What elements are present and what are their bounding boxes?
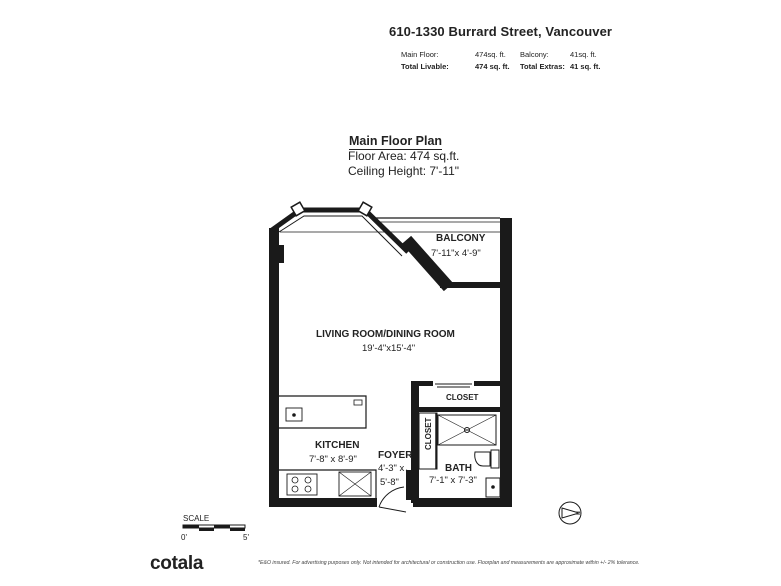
total-livable-label: Total Livable: (401, 62, 449, 71)
closet-side-label: CLOSET (424, 417, 433, 450)
living-room-dims: 19'-4"x15'-4" (362, 343, 416, 354)
right-exterior-wall (500, 283, 512, 507)
balcony-sliding-door (401, 235, 454, 292)
area-summary-left: Main Floor: 474sq. ft. Total Livable: 47… (401, 49, 510, 73)
balcony-dims: 7'-11"x 4'-9" (431, 248, 481, 259)
scale-label: SCALE (183, 514, 210, 523)
foyer-dims-line1: 4'-3" x (378, 463, 405, 474)
main-floor-value: 474sq. ft. (475, 50, 506, 59)
property-address: 610-1330 Burrard Street, Vancouver (389, 24, 613, 39)
left-exterior-wall (269, 228, 279, 506)
plan-title: Main Floor Plan (349, 134, 443, 150)
balcony-label: BALCONY (436, 233, 486, 244)
balcony-railing (375, 217, 500, 223)
bottom-wall-right (413, 498, 512, 507)
kitchen-label: KITCHEN (315, 440, 360, 451)
total-livable-value: 474 sq. ft. (475, 62, 510, 71)
kitchen-dims: 7'-8" x 8'-9" (309, 454, 357, 465)
kitchen-counter (279, 395, 377, 498)
balcony-right-wall (500, 218, 512, 288)
scale-bar (182, 524, 246, 531)
bath-left-wall (411, 383, 419, 503)
brand-logo: cotala (150, 553, 204, 574)
wall-notch (279, 245, 284, 263)
bath-fixtures (437, 414, 501, 498)
closet-upper-wall-left (411, 381, 433, 386)
living-room-label: LIVING ROOM/DINING ROOM (316, 329, 455, 340)
foyer-dims-line2: 5'-8" (380, 477, 399, 488)
area-summary-right: Balcony: 41sq. ft. Total Extras: 41 sq. … (520, 49, 600, 73)
bath-dims: 7'-1" x 7'-3" (429, 475, 477, 486)
closet-upper-label: CLOSET (446, 393, 479, 402)
total-extras-label: Total Extras: (520, 62, 565, 71)
foyer-divider (406, 470, 412, 500)
entry-door (378, 469, 419, 513)
disclaimer-text: *E&O insured. For advertising purposes o… (258, 560, 640, 566)
total-extras-value: 41 sq. ft. (570, 62, 601, 71)
closet-doors (418, 383, 472, 470)
floor-area-text: Floor Area: 474 sq.ft. (348, 149, 460, 163)
compass-north-letter: N (575, 511, 582, 515)
walls (269, 218, 512, 507)
bath-label: BATH (445, 463, 473, 474)
bay-window (270, 201, 500, 257)
compass-icon (558, 501, 582, 525)
balcony-area-value: 41sq. ft. (570, 50, 597, 59)
closet-upper-wall-right (474, 381, 506, 386)
scale-end: 5' (243, 533, 249, 542)
balcony-area-label: Balcony: (520, 50, 549, 59)
scale-start: 0' (181, 533, 187, 542)
foyer-label: FOYER (378, 450, 413, 461)
closet-lower-wall (411, 407, 506, 412)
ceiling-height-text: Ceiling Height: 7'-11" (348, 164, 460, 178)
main-floor-label: Main Floor: (401, 50, 439, 59)
balcony-lower-wall (440, 282, 512, 288)
bottom-wall-left (269, 498, 377, 507)
